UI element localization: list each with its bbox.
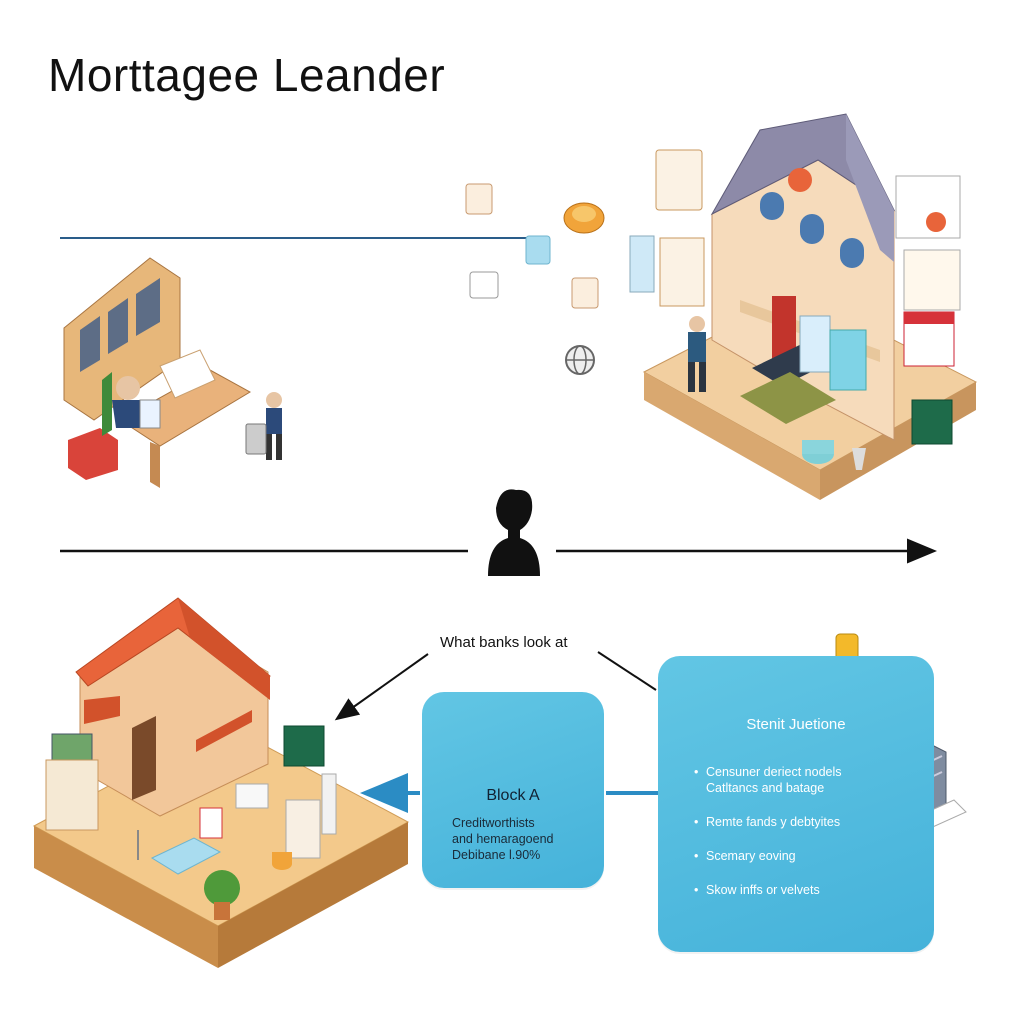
list-item-line: Censuner deriect nodels <box>706 765 842 779</box>
house-illustration <box>32 597 410 968</box>
list-item-line: Scemary eoving <box>706 849 796 863</box>
floating-docs <box>465 183 599 309</box>
what-banks-look-at-label: What banks look at <box>440 634 568 651</box>
list-item-line: Remte fands y debtyites <box>706 815 841 829</box>
block-a-text: Creditworthists and hemaragoend Debibane… <box>452 815 592 863</box>
globe-icon <box>565 345 595 375</box>
list-item: Censuner deriect nodels Catltancs and ba… <box>694 764 924 796</box>
arrow-to-house <box>334 653 429 721</box>
block-a-line: Creditworthists <box>452 816 535 830</box>
coin-icon <box>563 202 605 234</box>
student-card-list: Censuner deriect nodels Catltancs and ba… <box>694 764 924 916</box>
list-item-line: Catltancs and batage <box>706 781 825 795</box>
list-item: Scemary eoving <box>694 848 924 864</box>
block-a-card: Block A Creditworthists and hemaragoend … <box>422 692 604 888</box>
lender-office-illustration <box>63 257 282 488</box>
list-item-line: Skow inffs or velvets <box>706 883 820 897</box>
bank-building-illustration <box>629 113 978 500</box>
line-to-student-card <box>597 651 657 691</box>
student-card-title: Stenit Juetione <box>746 716 846 733</box>
block-a-line: Debibane l.90% <box>452 848 541 862</box>
student-card: Stenit Juetione Censuner deriect nodels … <box>658 656 934 952</box>
block-a-title: Block A <box>486 787 540 804</box>
diagram-title: Morttagee Leander <box>48 49 446 101</box>
block-a-line: and hemaragoend <box>452 832 554 846</box>
list-item: Remte fands y debtyites <box>694 814 924 830</box>
list-item: Skow inffs or velvets <box>694 882 924 898</box>
person-silhouette-icon <box>488 489 540 576</box>
